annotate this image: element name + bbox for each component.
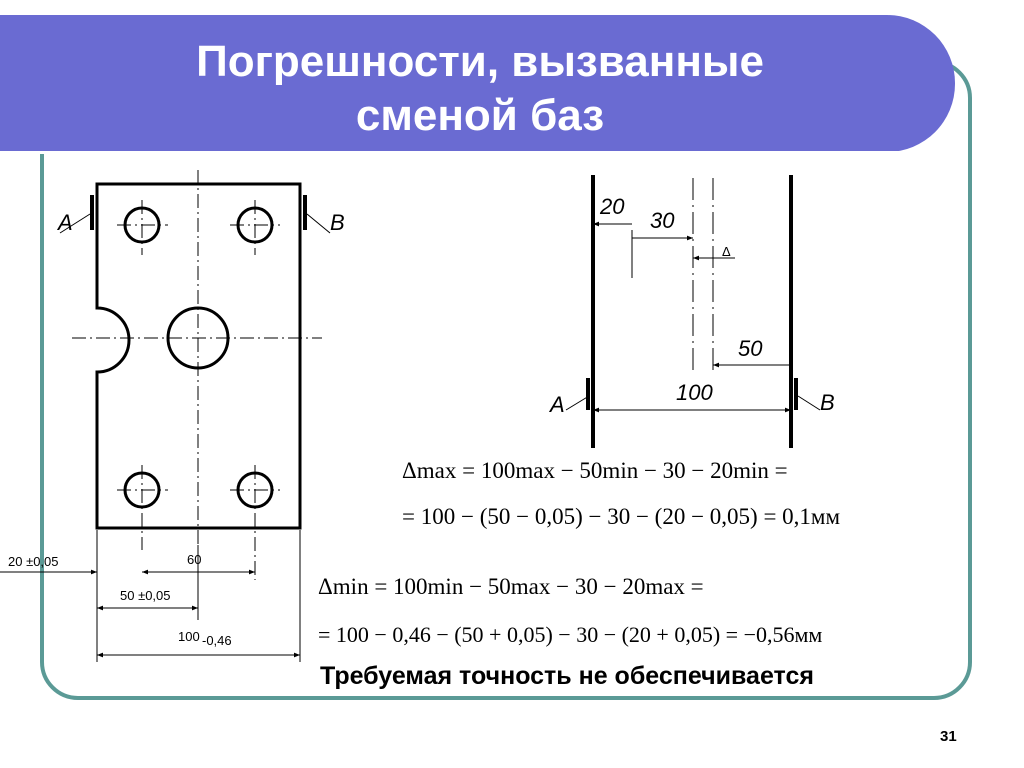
part-dim-100: 100: [178, 629, 200, 644]
chain-base-b: B: [820, 390, 835, 415]
title-line-2: сменой баз: [355, 91, 605, 140]
formula-min-line-2: = 100 − 0,46 − (50 + 0,05) − 30 − (20 + …: [318, 622, 823, 647]
part-base-markers: [59, 195, 331, 234]
chain-dim-20: 20: [599, 194, 625, 219]
chain-dim-50: 50: [738, 336, 763, 361]
part-outline: [95, 182, 302, 530]
part-dimensions: [0, 530, 301, 662]
title-band: Погрешности, вызванные сменой баз: [0, 15, 955, 154]
page-number: 31: [940, 728, 957, 745]
conclusion-text: Требуемая точность не обеспечивается: [320, 662, 814, 690]
part-dim-100-tol: -0,46: [202, 633, 232, 648]
chain-delta: Δ: [722, 244, 731, 259]
chain-lines: [565, 175, 821, 448]
part-dim-50: 50 ±0,05: [120, 588, 171, 603]
title-line-1: Погрешности, вызванные: [196, 37, 764, 86]
part-base-b-label: B: [330, 210, 345, 235]
chain-base-a: A: [548, 392, 565, 417]
part-dim-20: 20 ±0,05: [8, 554, 59, 569]
part-centerlines: [72, 170, 322, 580]
part-base-a-label: A: [56, 210, 73, 235]
formula-max-line-1: Δmax = 100max − 50min − 30 − 20min =: [402, 458, 788, 483]
chain-dim-100: 100: [676, 380, 713, 405]
title-underline: [0, 151, 908, 154]
slide-title: Погрешности, вызванные сменой баз: [30, 35, 930, 143]
formula-max-line-2: = 100 − (50 − 0,05) − 30 − (20 − 0,05) =…: [402, 504, 841, 529]
part-dim-60: 60: [187, 552, 201, 567]
formula-min-line-1: Δmin = 100min − 50max − 30 − 20max =: [318, 574, 704, 599]
chain-dim-30: 30: [650, 208, 675, 233]
